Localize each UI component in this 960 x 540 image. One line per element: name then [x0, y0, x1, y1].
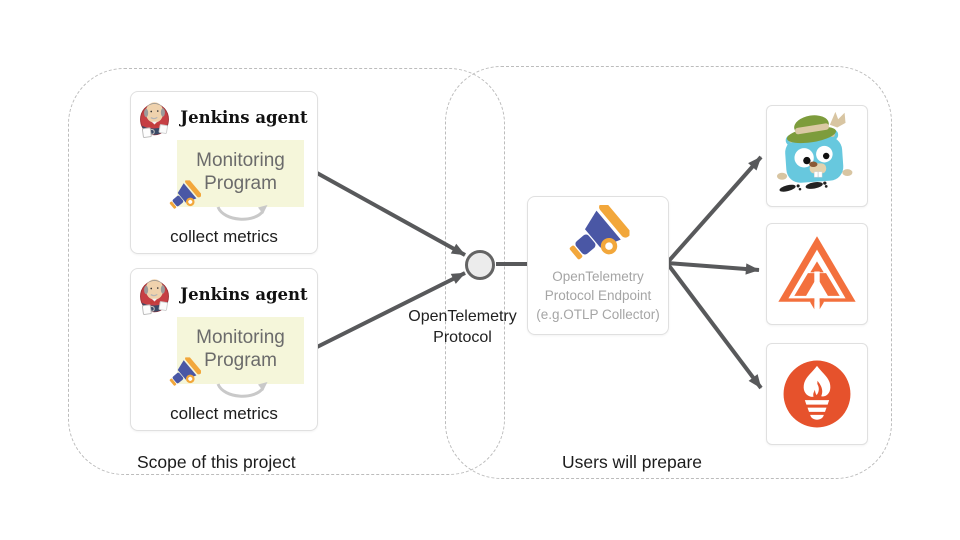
- endpoint-line2: Protocol Endpoint: [544, 288, 652, 303]
- jenkins-mascot-icon: [140, 102, 169, 138]
- connector-node: [465, 250, 495, 280]
- protocol-label-line2: Protocol: [433, 329, 492, 346]
- scope-label: Scope of this project: [137, 452, 296, 472]
- backend-card: [766, 343, 868, 445]
- protocol-label-line1: OpenTelemetry: [408, 308, 517, 325]
- program-line1: Monitoring: [196, 327, 285, 348]
- collect-metrics-label: collect metrics: [170, 404, 278, 423]
- program-line2: Program: [204, 350, 277, 371]
- protocol-label: OpenTelemetry Protocol: [395, 306, 530, 348]
- endpoint-line3: (e.g.OTLP Collector): [536, 307, 660, 322]
- loop-arrow-icon: [216, 382, 268, 398]
- monitoring-program-box: Monitoring Program: [177, 140, 304, 207]
- jenkins-mascot-icon: [140, 279, 169, 315]
- zipkin-pyramid-arrow-logo: [778, 236, 856, 313]
- endpoint-label: OpenTelemetry Protocol Endpoint (e.g.OTL…: [528, 267, 668, 324]
- jenkins-agent-card: Jenkins agent Monitoring Program collect…: [130, 91, 318, 254]
- prometheus-flame-logo: [783, 360, 851, 428]
- telescope-icon: [168, 357, 201, 388]
- jaeger-gopher-logo: [776, 111, 853, 192]
- scope-boundary: [68, 68, 505, 475]
- users-label: Users will prepare: [562, 452, 703, 472]
- backend-card: [766, 223, 868, 325]
- monitoring-program-box: Monitoring Program: [177, 317, 304, 384]
- telescope-icon: [566, 205, 630, 263]
- program-line2: Program: [204, 173, 277, 194]
- collect-metrics-label: collect metrics: [170, 227, 278, 246]
- backend-card: [766, 105, 868, 207]
- endpoint-line1: OpenTelemetry: [552, 269, 644, 284]
- agent-title: Jenkins agent: [180, 108, 308, 127]
- loop-arrow-icon: [216, 205, 268, 221]
- telescope-icon: [168, 180, 201, 211]
- agent-title: Jenkins agent: [180, 285, 308, 304]
- otlp-endpoint-card: OpenTelemetry Protocol Endpoint (e.g.OTL…: [527, 196, 669, 335]
- program-line1: Monitoring: [196, 150, 285, 171]
- jenkins-agent-card: Jenkins agent Monitoring Program collect…: [130, 268, 318, 431]
